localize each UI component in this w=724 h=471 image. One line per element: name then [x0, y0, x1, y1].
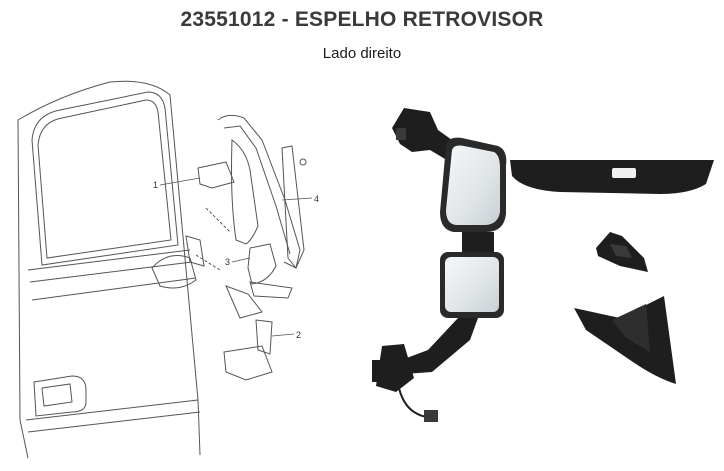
wide-angle-mirror: [440, 252, 504, 318]
page-title: 23551012 - ESPELHO RETROVISOR: [180, 8, 544, 31]
mirror-cable: [397, 383, 438, 422]
part-1-callout: 1: [153, 180, 158, 190]
mirror-lower-arm: [372, 318, 478, 392]
cab-door-drawing: [17, 80, 205, 459]
mirror-base-cover: [574, 296, 676, 384]
mirror-connector: [462, 232, 494, 252]
part-3-callout: 3: [225, 257, 230, 267]
mirror-small-cap: [596, 232, 648, 272]
mirror-assembly-drawing: [195, 114, 307, 381]
mirror-cover-strip: [510, 160, 714, 194]
part-2-callout: 2: [296, 330, 301, 340]
page-subtitle: Lado direito: [322, 45, 402, 62]
part-4-callout: 4: [314, 194, 319, 204]
main-mirror: [440, 137, 507, 232]
